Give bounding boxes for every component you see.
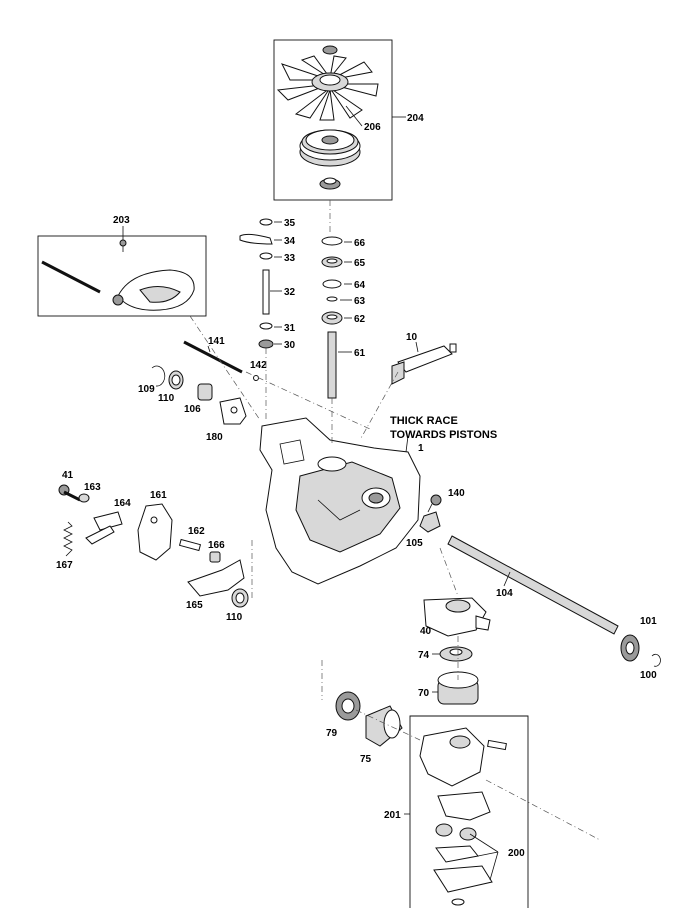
label-104: 104 [496, 588, 513, 599]
fan-pulley-assembly-box: 206 204 [273, 39, 424, 201]
label-162: 162 [188, 526, 205, 537]
label-61: 61 [354, 348, 366, 359]
label-101: 101 [640, 616, 657, 627]
pump-cylinder-parts: 79 75 [326, 691, 403, 765]
label-142: 142 [250, 360, 267, 371]
label-1: 1 [418, 443, 424, 454]
label-79: 79 [326, 728, 338, 739]
label-70: 70 [418, 688, 430, 699]
left-small-parts: 109 110 106 180 [138, 365, 247, 443]
label-110a: 110 [158, 393, 175, 404]
label-33: 33 [284, 253, 296, 264]
label-34: 34 [284, 236, 296, 247]
label-140: 140 [448, 488, 465, 499]
label-167: 167 [56, 560, 73, 571]
axle-104: 104 [447, 535, 619, 635]
label-41: 41 [62, 470, 74, 481]
drive-pulley [299, 129, 361, 167]
label-200: 200 [508, 848, 525, 859]
label-105: 105 [406, 538, 423, 549]
label-109: 109 [138, 384, 155, 395]
label-74: 74 [418, 650, 430, 661]
label-32: 32 [284, 287, 296, 298]
label-206: 206 [364, 122, 381, 133]
label-106: 106 [184, 404, 201, 415]
note-line1: THICK RACE [390, 415, 458, 427]
right-fittings: 140 105 [406, 488, 465, 549]
label-30: 30 [284, 340, 296, 351]
label-75: 75 [360, 754, 372, 765]
label-161: 161 [150, 490, 167, 501]
label-180: 180 [206, 432, 223, 443]
label-100: 100 [640, 670, 657, 681]
label-110b: 110 [226, 612, 243, 623]
shaft-stack-left: 35 34 33 32 31 30 [239, 218, 296, 351]
label-201: 201 [384, 810, 401, 821]
control-linkage-parts: 41 163 164 167 161 162 166 165 110 [56, 470, 249, 623]
label-165: 165 [186, 600, 203, 611]
shield-assembly-box: 203 [37, 215, 207, 317]
part-10-tool: 10 [391, 332, 457, 385]
part-141-rod: 141 142 [183, 336, 267, 381]
label-10: 10 [406, 332, 418, 343]
label-166: 166 [208, 540, 225, 551]
label-63: 63 [354, 296, 366, 307]
cooling-fan [276, 55, 379, 121]
end-cap-assembly-box: 201 200 [384, 715, 529, 908]
label-64: 64 [354, 280, 366, 291]
label-35: 35 [284, 218, 296, 229]
label-65: 65 [354, 258, 366, 269]
label-66: 66 [354, 238, 366, 249]
note-line2: TOWARDS PISTONS [390, 429, 497, 441]
label-203: 203 [113, 215, 130, 226]
shaft-stack-right: 66 65 64 63 62 61 [321, 236, 366, 399]
bevel-gear-101: 101 100 [620, 616, 661, 681]
label-164: 164 [114, 498, 131, 509]
label-31: 31 [284, 323, 296, 334]
label-141: 141 [208, 336, 225, 347]
label-204: 204 [407, 113, 424, 124]
label-163: 163 [84, 482, 101, 493]
assembly-centerlines [189, 200, 601, 841]
label-62: 62 [354, 314, 366, 325]
main-housing: THICK RACE TOWARDS PISTONS 1 [259, 415, 497, 585]
center-section-parts: 40 74 70 [418, 597, 491, 705]
label-40: 40 [420, 626, 432, 637]
